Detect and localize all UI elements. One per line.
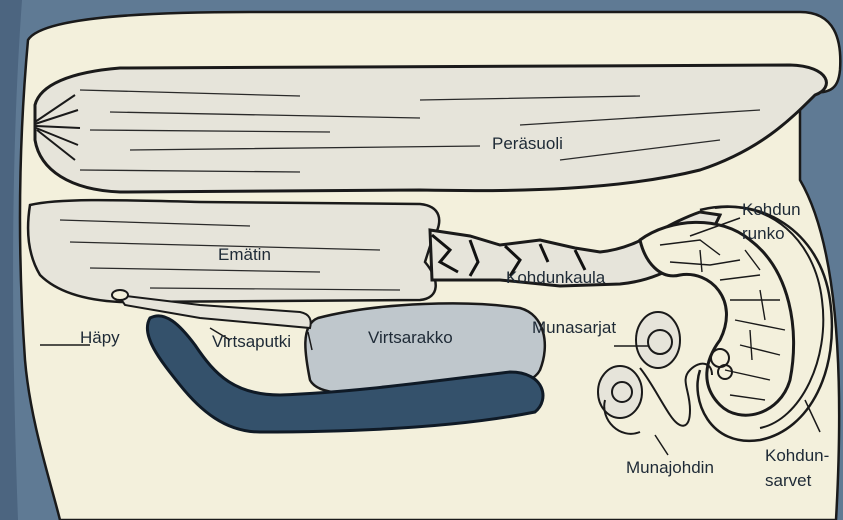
label-perasuoli: Peräsuoli (492, 134, 563, 154)
label-ematin: Emätin (218, 245, 271, 265)
label-kohdun-runko-line1: Kohdun (742, 200, 801, 220)
label-kohdunkaula: Kohdunkaula (506, 268, 605, 288)
label-munasarjat: Munasarjat (532, 318, 616, 338)
label-virtsaputki: Virtsaputki (212, 332, 291, 352)
label-kohdun-sarvet-line2: sarvet (765, 471, 811, 491)
label-kohdun-sarvet-line1: Kohdun- (765, 446, 829, 466)
label-virtsarakko: Virtsarakko (368, 328, 453, 348)
urethral-opening (112, 290, 128, 300)
label-hapy: Häpy (80, 328, 120, 348)
label-kohdun-runko-line2: runko (742, 224, 785, 244)
label-munajohdin: Munajohdin (626, 458, 714, 478)
